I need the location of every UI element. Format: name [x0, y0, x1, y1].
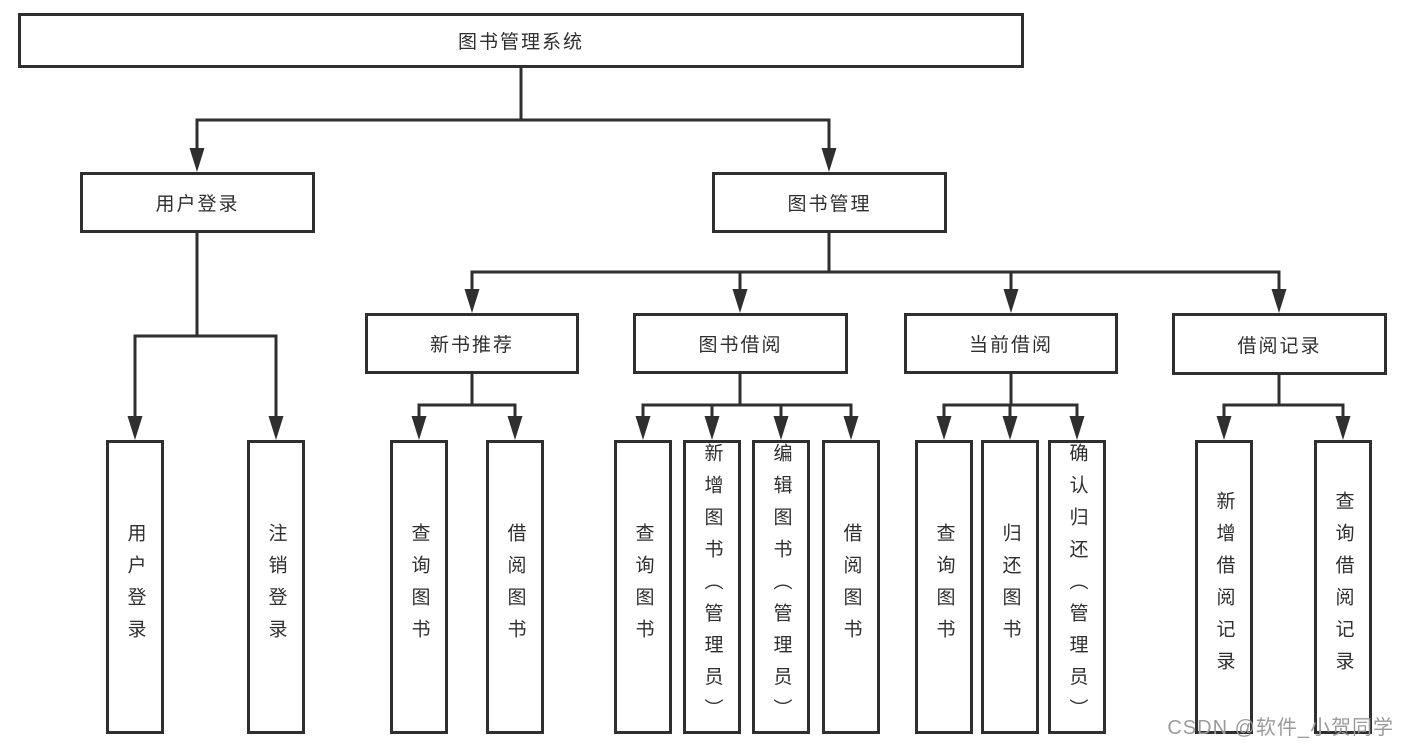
leaf-add-books-admin-label: 新增图书（管理员）	[701, 443, 723, 731]
leaf-query-books-2-label: 查询图书	[632, 523, 654, 651]
connector-newbook-to-leaves	[417, 374, 517, 418]
leaf-borrow-books-2: 借阅图书	[822, 440, 880, 734]
leaf-add-books-admin: 新增图书（管理员）	[683, 440, 741, 734]
csdn-watermark: CSDN @软件_小贺同学	[1167, 717, 1394, 739]
leaf-query-books-1: 查询图书	[390, 440, 448, 734]
leaf-edit-books-admin-label: 编辑图书（管理员）	[770, 443, 792, 731]
node-book-management: 图书管理	[712, 172, 947, 233]
leaf-borrow-books-1: 借阅图书	[486, 440, 544, 734]
leaf-add-borrow-record-label: 新增借阅记录	[1213, 491, 1235, 683]
leaf-logout-label: 注销登录	[265, 523, 287, 651]
node-user-login-label: 用户登录	[155, 194, 240, 215]
connector-book-mgmt-to-sections	[470, 233, 1281, 291]
leaf-query-books-3-label: 查询图书	[933, 523, 955, 651]
leaf-logout: 注销登录	[247, 440, 305, 734]
leaf-user-login: 用户登录	[106, 440, 164, 734]
leaf-borrow-books-2-label: 借阅图书	[840, 523, 862, 651]
node-new-book-recommend-label: 新书推荐	[429, 335, 514, 356]
leaf-add-borrow-record: 新增借阅记录	[1195, 440, 1253, 734]
leaf-borrow-books-1-label: 借阅图书	[504, 523, 526, 651]
connector-borrow-to-leaves	[641, 374, 853, 418]
leaf-user-login-label: 用户登录	[124, 523, 146, 651]
leaf-confirm-return-admin: 确认归还（管理员）	[1048, 440, 1106, 734]
node-book-borrow-label: 图书借阅	[698, 335, 783, 356]
node-library-system-label: 图书管理系统	[457, 32, 584, 53]
node-borrow-records: 借阅记录	[1172, 313, 1387, 375]
node-user-login: 用户登录	[80, 172, 315, 233]
leaf-query-books-3: 查询图书	[915, 440, 973, 734]
leaf-query-borrow-record-label: 查询借阅记录	[1332, 491, 1354, 683]
node-borrow-records-label: 借阅记录	[1237, 335, 1322, 357]
leaf-query-books-2: 查询图书	[614, 440, 672, 734]
leaf-edit-books-admin: 编辑图书（管理员）	[752, 440, 810, 734]
connector-user-login-to-leaves	[133, 233, 278, 418]
node-library-system: 图书管理系统	[18, 13, 1024, 68]
node-current-borrow-label: 当前借阅	[968, 335, 1053, 356]
node-book-borrow: 图书借阅	[633, 313, 848, 374]
connector-records-to-leaves	[1222, 375, 1345, 418]
leaf-return-books-label: 归还图书	[999, 523, 1021, 651]
leaf-query-books-1-label: 查询图书	[408, 523, 430, 651]
connector-current-to-leaves	[942, 374, 1079, 418]
node-new-book-recommend: 新书推荐	[365, 313, 579, 374]
node-current-borrow: 当前借阅	[904, 313, 1118, 374]
connector-root-to-level1	[195, 68, 831, 150]
node-book-management-label: 图书管理	[787, 194, 872, 215]
leaf-confirm-return-admin-label: 确认归还（管理员）	[1066, 443, 1088, 731]
leaf-query-borrow-record: 查询借阅记录	[1314, 440, 1372, 734]
leaf-return-books: 归还图书	[981, 440, 1039, 734]
